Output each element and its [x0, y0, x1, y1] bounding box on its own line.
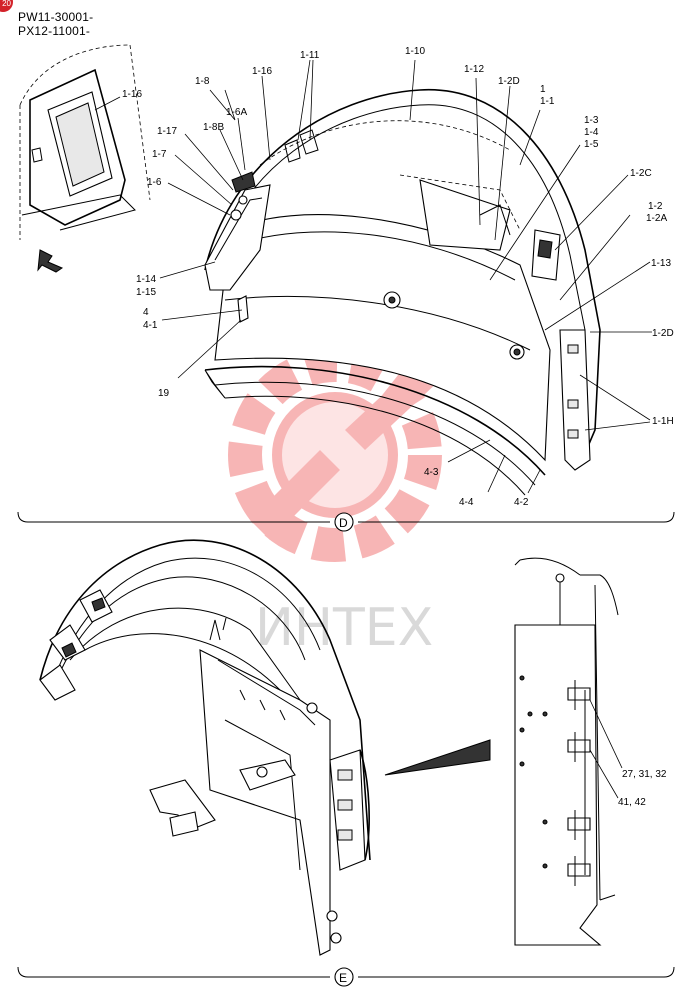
callout-1-14: 1-14	[136, 274, 156, 285]
callout-1-15: 1-15	[136, 287, 156, 298]
callout-1-16-inset: 1-16	[122, 89, 142, 100]
leader-lines-d	[94, 59, 652, 494]
section-bracket-e: E	[17, 966, 675, 987]
callout-1-10: 1-10	[405, 46, 425, 57]
callout-labels-d: 1-16 1-8 1-16 1-11 1-10 1-12 1-2D 1 1-1 …	[122, 46, 674, 508]
callout-1-8: 1-8	[195, 76, 210, 87]
callout-1-1: 1-1	[540, 96, 555, 107]
callout-1-2d-top: 1-2D	[498, 76, 520, 87]
callout-1-2: 1-2	[648, 201, 663, 212]
callout-41-42: 41, 42	[618, 797, 646, 808]
inset-detail-window	[19, 44, 151, 240]
callout-1-5: 1-5	[584, 139, 599, 150]
page-badge: 20	[0, 0, 13, 12]
callout-1-12: 1-12	[464, 64, 484, 75]
callout-1-1h: 1-1H	[652, 416, 674, 427]
callout-4: 4	[143, 307, 149, 318]
callout-1-16: 1-16	[252, 66, 272, 77]
callout-4-4: 4-4	[459, 497, 474, 508]
serial-range-2: PX12-11001-	[18, 24, 91, 38]
callout-19: 19	[158, 388, 170, 399]
callout-1-2c: 1-2C	[630, 168, 652, 179]
detail-pointer-arrow-icon	[384, 739, 491, 776]
callout-1-3: 1-3	[584, 115, 599, 126]
callout-1-2d: 1-2D	[652, 328, 674, 339]
callout-1-8b: 1-8B	[203, 122, 224, 133]
callout-1-17: 1-17	[157, 126, 177, 137]
callout-1: 1	[540, 84, 546, 95]
watermark-text: ИНТЕХ	[255, 598, 433, 658]
callout-1-4: 1-4	[584, 127, 599, 138]
callout-labels-e: 27, 31, 32 41, 42	[618, 769, 667, 808]
fender-assembly-d	[204, 89, 601, 496]
callout-1-13: 1-13	[651, 258, 671, 269]
callout-4-1: 4-1	[143, 320, 158, 331]
callout-1-6: 1-6	[147, 177, 162, 188]
section-bracket-d: D	[17, 511, 675, 532]
section-marker-d: D	[339, 516, 348, 530]
detail-bracket-panel	[514, 557, 619, 946]
callout-1-2a: 1-2A	[646, 213, 667, 224]
leader-lines-e	[589, 699, 623, 799]
fender-assembly-e	[39, 539, 371, 956]
watermark-gear-logo	[228, 348, 442, 562]
callout-4-2: 4-2	[514, 497, 529, 508]
callout-4-3: 4-3	[424, 467, 439, 478]
callout-1-7: 1-7	[152, 149, 167, 160]
view-direction-arrow-icon	[37, 249, 64, 273]
callout-1-6a: 1-6A	[226, 107, 247, 118]
callout-1-11: 1-11	[300, 50, 320, 61]
section-marker-e: E	[339, 971, 347, 985]
callout-27-31-32: 27, 31, 32	[622, 769, 667, 780]
serial-range-1: PW11-30001-	[18, 10, 94, 24]
